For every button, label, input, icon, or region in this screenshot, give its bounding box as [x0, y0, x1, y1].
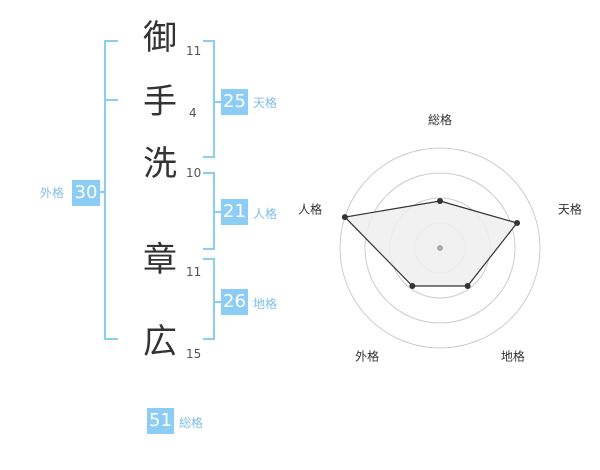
radar-polygon: [343, 200, 519, 287]
stroke-count-3: 10: [186, 166, 202, 180]
radar-point: [341, 214, 348, 221]
radar-ring: [364, 172, 516, 324]
radar-label-tenkaku: 天格: [558, 202, 582, 217]
radar-center-dot: [437, 245, 443, 251]
radar-point: [409, 283, 416, 290]
gaikaku-label: 外格: [40, 186, 65, 200]
radar-label-gaikaku: 外格: [355, 348, 379, 363]
chikaku-value: 26: [221, 289, 248, 315]
stroke-count-2: 4: [189, 106, 197, 120]
name-char-5: 広: [143, 322, 177, 362]
radar-point: [437, 198, 443, 204]
jinkaku-label: 人格: [253, 207, 278, 221]
radar-points: [341, 198, 521, 290]
chikaku-label: 地格: [253, 297, 278, 311]
stroke-count-1: 11: [186, 44, 202, 58]
soukaku-label: 総格: [179, 416, 204, 430]
stroke-count-5: 15: [186, 347, 202, 361]
name-char-2: 手: [143, 82, 177, 122]
tenkaku-label: 天格: [253, 96, 278, 110]
radar-ring: [339, 147, 541, 349]
name-char-3: 洗: [143, 144, 177, 184]
stroke-count-4: 11: [186, 265, 202, 279]
radar-point: [514, 219, 521, 226]
jinkaku-value: 21: [221, 199, 248, 225]
tenkaku-value: 25: [221, 89, 248, 115]
radar-label-jinkaku: 人格: [298, 202, 322, 217]
name-char-4: 章: [143, 240, 177, 280]
soukaku-value: 51: [147, 408, 174, 434]
name-char-1: 御: [143, 18, 177, 58]
radar-point: [464, 283, 471, 290]
radar-label-chikaku: 地格: [501, 348, 525, 363]
radar-label-soukaku: 総格: [428, 112, 452, 127]
gaikaku-value: 30: [72, 180, 100, 206]
